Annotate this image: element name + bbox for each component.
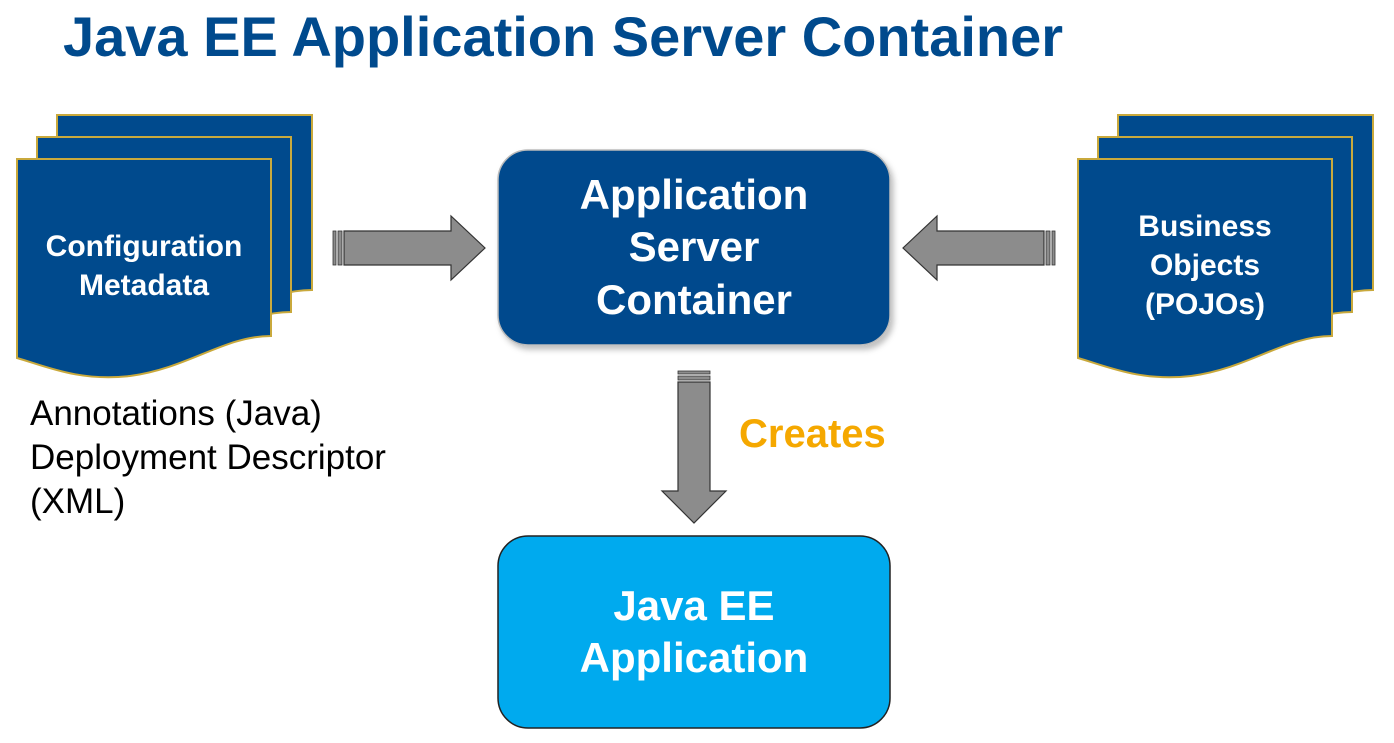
config-metadata-notes: Annotations (Java) Deployment Descriptor… <box>30 392 386 524</box>
business-objects-label: Business Objects (POJOs) <box>1078 207 1332 324</box>
server-container-label: Application Server Container <box>498 150 890 345</box>
server-container-line-3: Container <box>595 275 792 323</box>
business-doc-front <box>1077 158 1333 379</box>
server-container-line-1: Application <box>579 171 809 219</box>
java-ee-application-box <box>497 535 891 729</box>
config-metadata-document-stack <box>16 114 313 379</box>
business-objects-line-1: Business <box>1138 210 1272 243</box>
config-doc-front <box>16 158 272 379</box>
config-metadata-label: Configuration Metadata <box>17 227 271 305</box>
note-deployment-descriptor: Deployment Descriptor <box>30 438 386 477</box>
java-ee-application-line-2: Application <box>579 634 809 681</box>
config-metadata-line-2: Metadata <box>78 269 210 302</box>
note-xml: (XML) <box>30 482 126 521</box>
config-to-container-arrow <box>332 214 486 282</box>
note-annotations: Annotations (Java) <box>30 394 322 433</box>
business-objects-line-3: (POJOs) <box>1144 288 1266 321</box>
business-to-container-arrow <box>902 214 1056 282</box>
java-ee-application-label: Java EE Application <box>498 536 890 728</box>
creates-down-arrow <box>660 370 728 524</box>
creates-label: Creates <box>739 412 886 456</box>
page-title: Java EE Application Server Container <box>63 5 1064 68</box>
business-objects-document-stack <box>1077 114 1374 379</box>
server-container-box <box>497 149 891 346</box>
server-container-line-2: Server <box>628 223 760 271</box>
config-metadata-line-1: Configuration <box>45 230 243 263</box>
business-objects-line-2: Objects <box>1149 249 1261 282</box>
java-ee-application-line-1: Java EE <box>613 581 775 629</box>
